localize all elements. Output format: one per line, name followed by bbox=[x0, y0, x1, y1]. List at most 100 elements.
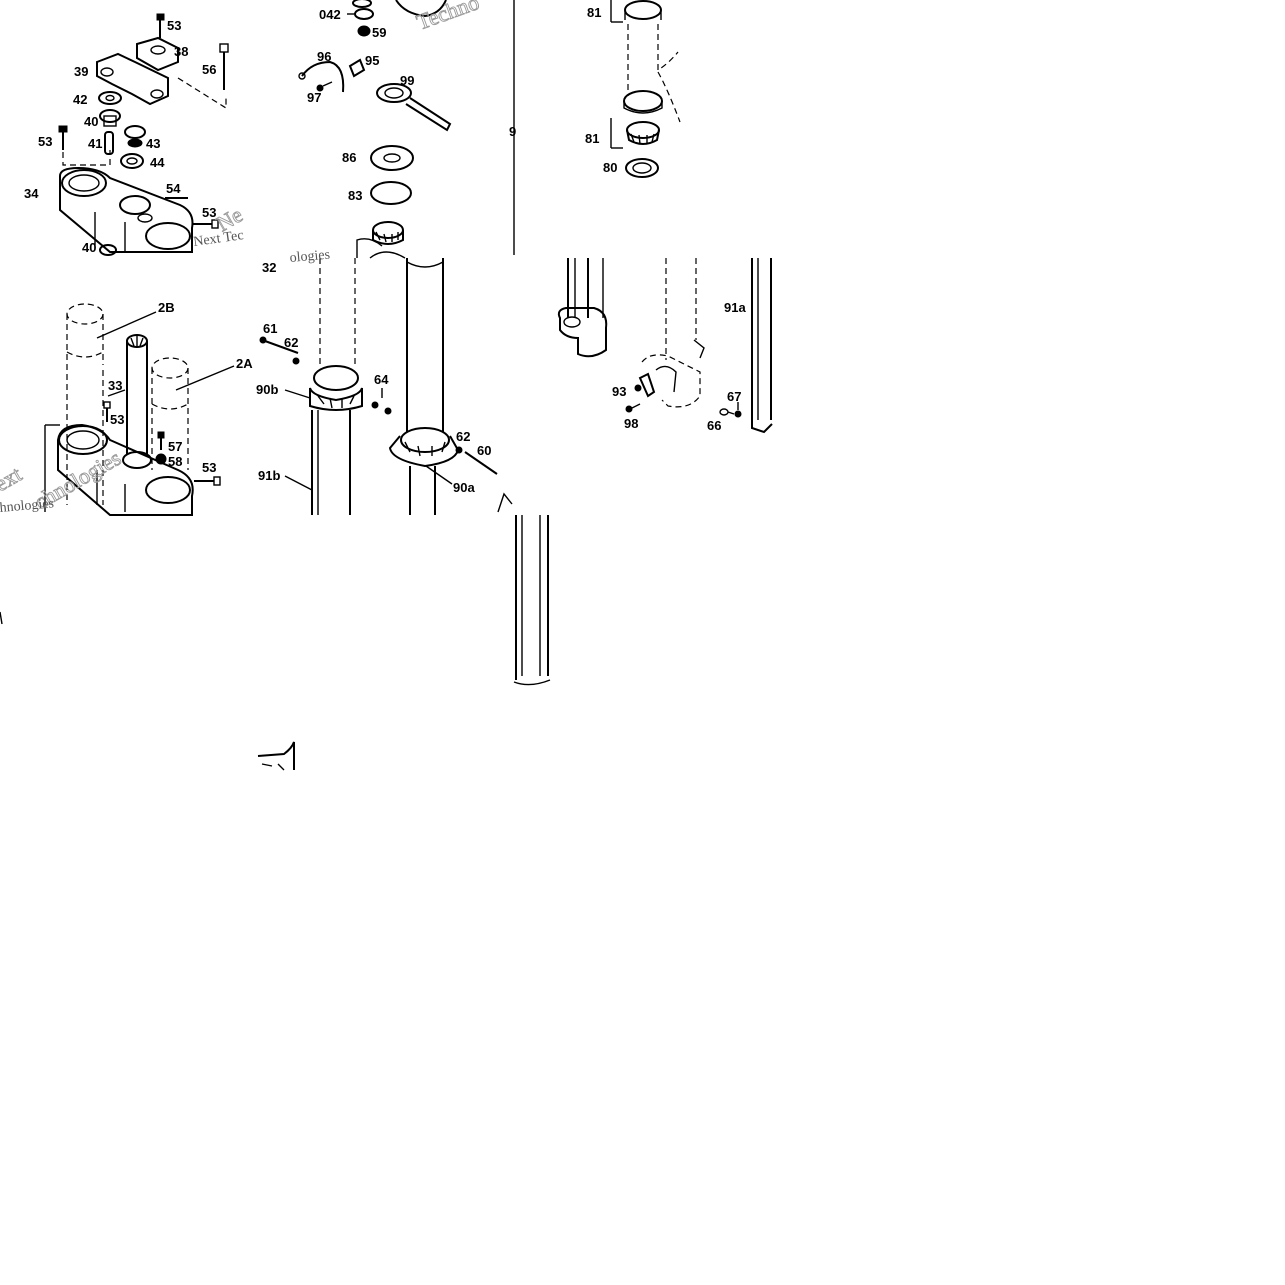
part-label: 81 bbox=[587, 5, 601, 20]
top-left-panel bbox=[58, 13, 229, 256]
fork-clamp-90b bbox=[284, 365, 363, 411]
tool-fragment-bottom bbox=[257, 741, 295, 771]
part-label: 53 bbox=[38, 134, 52, 149]
watermark-text: ologies bbox=[289, 248, 331, 266]
nut-58 bbox=[155, 453, 167, 465]
screw-66 bbox=[719, 408, 735, 416]
part-label: 58 bbox=[168, 454, 182, 469]
washer-44 bbox=[120, 153, 144, 169]
washer-86 bbox=[370, 145, 414, 171]
middle-left-panel bbox=[44, 303, 235, 516]
part-label: 97 bbox=[307, 90, 321, 105]
ring-80 bbox=[625, 158, 659, 178]
part-label: 90a bbox=[453, 480, 475, 495]
part-label: 83 bbox=[348, 188, 362, 203]
bearing-81-bottom bbox=[610, 118, 660, 149]
part-label: 62 bbox=[456, 429, 470, 444]
part-label: 2A bbox=[236, 356, 253, 371]
upper-triple-clamp-34 bbox=[59, 166, 194, 253]
lower-fragments bbox=[0, 515, 551, 771]
part-label: 042 bbox=[319, 7, 341, 22]
fork-tube-left-dashed bbox=[319, 238, 383, 365]
edge-fragment bbox=[0, 611, 3, 625]
pin-41 bbox=[104, 131, 114, 155]
part-label: 59 bbox=[372, 25, 386, 40]
clip-96 bbox=[298, 60, 345, 93]
part-label: 56 bbox=[202, 62, 216, 77]
part-label: 53 bbox=[202, 205, 216, 220]
part-label: 41 bbox=[88, 136, 102, 151]
bolt-53-stem bbox=[103, 401, 111, 422]
fork-leg-91a bbox=[751, 258, 773, 434]
bearing-race-upper bbox=[623, 90, 663, 114]
bolt-53-right bbox=[193, 219, 219, 229]
part-label: 43 bbox=[146, 136, 160, 151]
top-middle-panel bbox=[298, 0, 515, 255]
bolt-60 bbox=[455, 446, 498, 475]
part-label: 54 bbox=[166, 181, 181, 196]
watermark-text: Next Tec bbox=[192, 228, 244, 250]
steering-stem-33 bbox=[107, 334, 148, 455]
bush-40-top bbox=[99, 109, 121, 127]
part-label: 90b bbox=[256, 382, 278, 397]
middle-right-panel bbox=[557, 258, 773, 434]
plate-95 bbox=[348, 58, 366, 78]
part-label: 62 bbox=[284, 335, 298, 350]
part-label: 67 bbox=[727, 389, 741, 404]
bolt-53-top bbox=[156, 13, 165, 38]
part-labels: 53 38 39 56 42 40 41 43 53 44 34 54 53 4… bbox=[24, 5, 746, 495]
bolt-57 bbox=[157, 431, 165, 450]
middle-panel bbox=[259, 238, 513, 515]
part-label: 95 bbox=[365, 53, 379, 68]
part-label: 98 bbox=[624, 416, 638, 431]
part-label: 86 bbox=[342, 150, 356, 165]
part-label: 53 bbox=[202, 460, 216, 475]
part-label: 33 bbox=[108, 378, 122, 393]
tool-fragment bbox=[497, 492, 513, 513]
top-right-panel bbox=[610, 0, 681, 178]
part-label: 53 bbox=[167, 18, 181, 33]
part-label: 39 bbox=[74, 64, 88, 79]
steering-tube-outline bbox=[627, 24, 681, 123]
bush-40-bottom bbox=[99, 244, 117, 256]
bolt-61 bbox=[259, 336, 299, 354]
part-label: 91a bbox=[724, 300, 746, 315]
handlebar-clamp-39 bbox=[96, 52, 169, 106]
part-label: 40 bbox=[84, 114, 98, 129]
part-label: 61 bbox=[263, 321, 277, 336]
watermark-text: hnologies bbox=[0, 496, 55, 516]
fork-tube-2A-outline bbox=[151, 357, 235, 470]
fork-clamp-90a bbox=[388, 427, 460, 485]
nut-59 bbox=[357, 25, 371, 37]
part-label: 80 bbox=[603, 160, 617, 175]
washer-042 bbox=[347, 0, 374, 20]
part-label: 81 bbox=[585, 131, 599, 146]
fork-slider-lower bbox=[513, 515, 551, 686]
ring-83 bbox=[370, 181, 412, 205]
screw-98 bbox=[625, 403, 641, 413]
wrench-99 bbox=[376, 83, 452, 132]
part-label: 34 bbox=[24, 186, 39, 201]
washer-42 bbox=[98, 91, 122, 105]
part-label: 99 bbox=[400, 73, 414, 88]
part-label: 53 bbox=[110, 412, 124, 427]
fork-leg-mid-lower bbox=[641, 258, 705, 408]
part-label-partial: 9 bbox=[509, 124, 516, 139]
part-label: 93 bbox=[612, 384, 626, 399]
watermark-text: Techno bbox=[413, 0, 482, 35]
part-label: 40 bbox=[82, 240, 96, 255]
nut-upper bbox=[372, 221, 404, 245]
part-label: 2B bbox=[158, 300, 175, 315]
lower-triple-clamp bbox=[44, 423, 194, 516]
part-label: 32 bbox=[262, 260, 276, 275]
bolt-56 bbox=[177, 43, 229, 110]
part-label: 60 bbox=[477, 443, 491, 458]
screw-64 bbox=[371, 388, 392, 415]
fork-tube-right-dashed bbox=[369, 251, 444, 432]
watermark-text: ext bbox=[0, 461, 26, 496]
fork-tube-2B-outline bbox=[66, 303, 157, 505]
washer-62-top bbox=[292, 357, 300, 365]
cap-43 bbox=[124, 125, 146, 148]
screw-93 bbox=[634, 372, 656, 398]
